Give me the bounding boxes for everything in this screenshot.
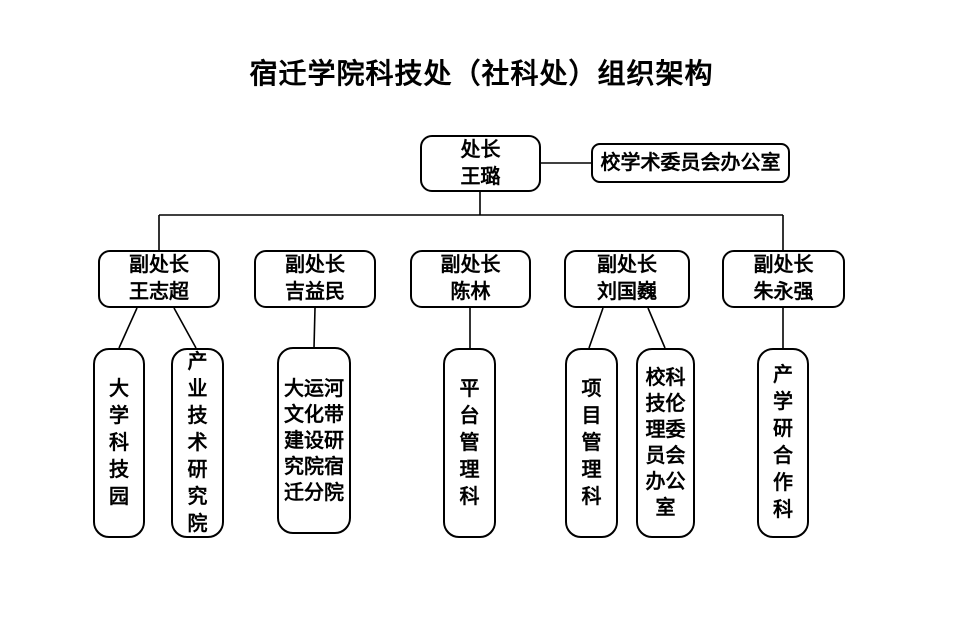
- department-box-platform-management: 平台管理科: [443, 348, 496, 538]
- deputy-name: 刘国巍: [597, 281, 657, 303]
- deputy-role: 副处长: [129, 254, 189, 276]
- deputy-role: 副处长: [753, 254, 814, 276]
- deputy-box-chenlin: 副处长 陈林: [410, 250, 531, 308]
- deputy-box-jiyimin: 副处长 吉益民: [254, 250, 376, 308]
- department-label: 平台管理科: [459, 377, 480, 508]
- department-box-science-tech-ethics-committee-office: 校科技伦理委员会办公室: [636, 348, 695, 538]
- department-label: 产学研合作科: [773, 364, 793, 521]
- deputy-name: 朱永强: [753, 281, 814, 303]
- department-label: 大运河文化带建设研究院宿迁分院: [284, 377, 344, 504]
- department-box-university-science-park: 大学科技园: [93, 348, 145, 538]
- director-box: 处长 王璐: [420, 135, 541, 192]
- deputy-box-wangzhichao: 副处长 王志超: [98, 250, 220, 308]
- department-label: 大学科技园: [109, 377, 129, 508]
- department-label: 项目管理科: [581, 377, 602, 508]
- deputy-name: 吉益民: [285, 281, 345, 303]
- deputy-box-liuguowei: 副处长 刘国巍: [564, 250, 690, 308]
- deputy-role: 副处长: [440, 254, 501, 276]
- deputy-role: 副处长: [597, 254, 657, 276]
- deputy-name: 陈林: [450, 281, 491, 303]
- department-box-grand-canal-culture-belt-institute-suqian-branch: 大运河文化带建设研究院宿迁分院: [277, 347, 351, 534]
- director-role: 处长: [460, 138, 501, 161]
- department-box-industry-university-research-cooperation: 产学研合作科: [757, 348, 809, 538]
- deputy-box-zhuyongqiang: 副处长 朱永强: [722, 250, 845, 308]
- department-box-industrial-technology-research-institute: 产业技术研究院: [171, 348, 224, 538]
- department-box-project-management: 项目管理科: [565, 348, 618, 538]
- academic-committee-office-box: 校学术委员会办公室: [591, 143, 790, 183]
- director-name: 王璐: [460, 165, 501, 188]
- deputy-role: 副处长: [285, 254, 345, 276]
- page-title: 宿迁学院科技处（社科处）组织架构: [249, 59, 714, 90]
- department-label: 校科技伦理委员会办公室: [645, 367, 686, 519]
- office-label: 校学术委员会办公室: [600, 151, 781, 174]
- deputy-name: 王志超: [129, 281, 189, 303]
- department-label: 产业技术研究院: [187, 350, 208, 535]
